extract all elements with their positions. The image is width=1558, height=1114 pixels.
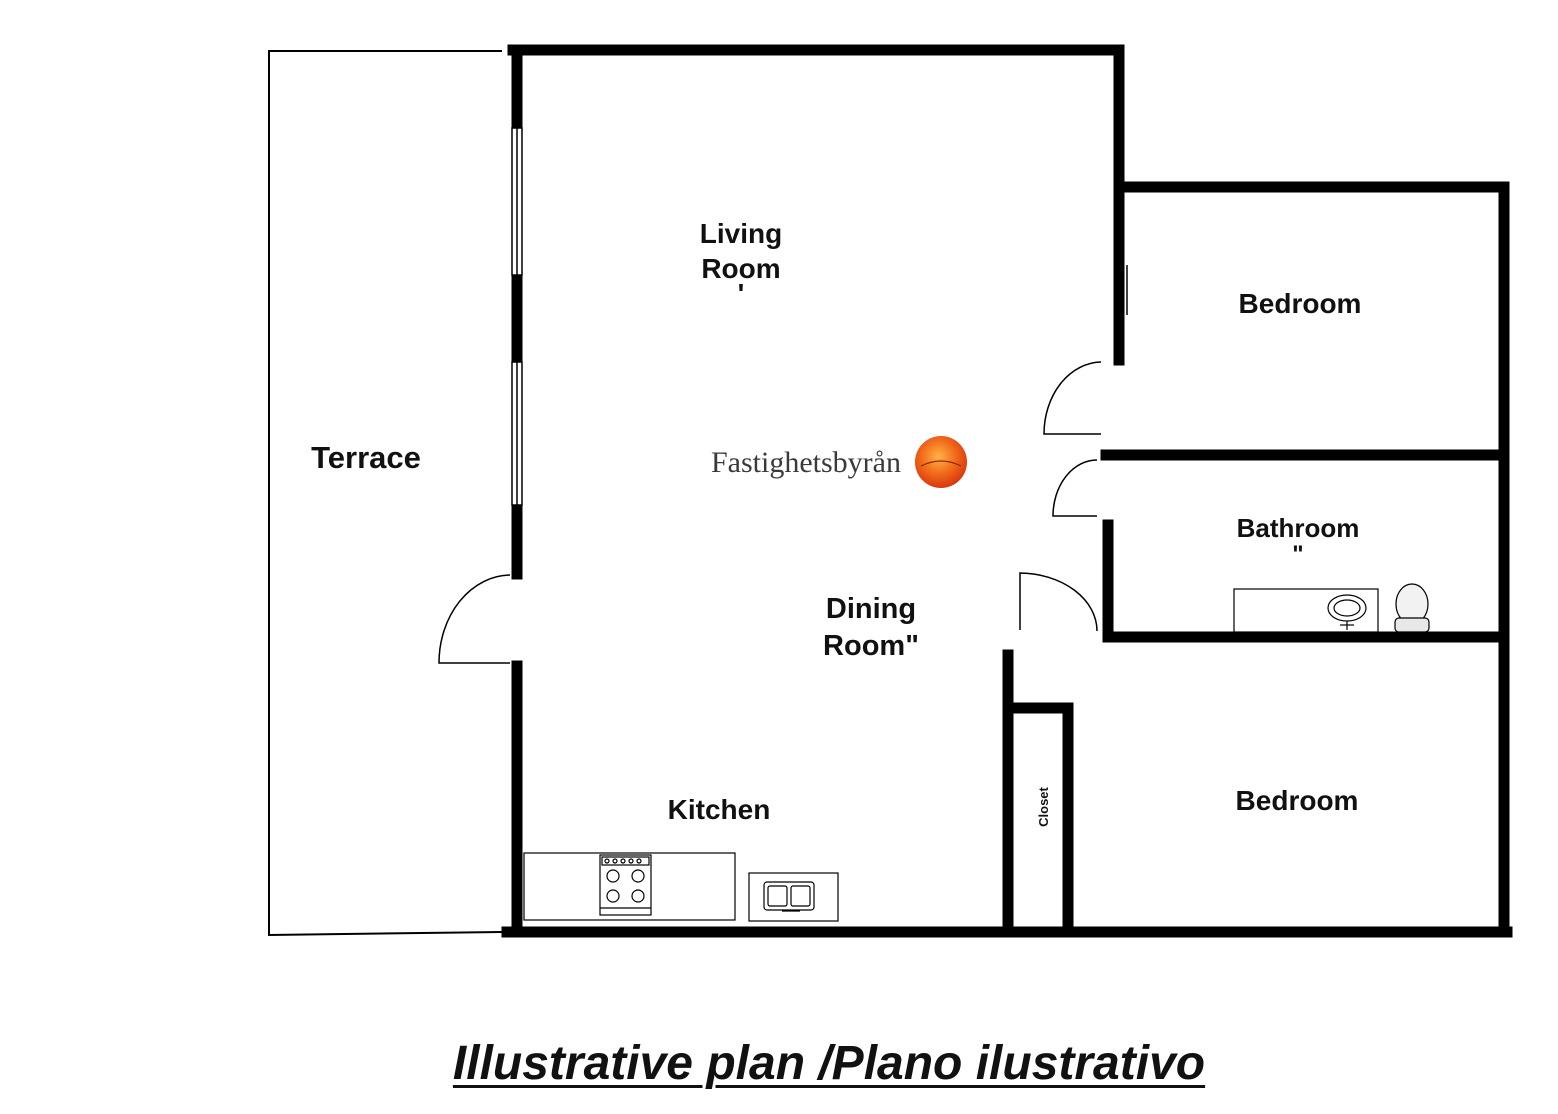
bedroom-door bbox=[1043, 361, 1102, 435]
bathroom-mark: " bbox=[1292, 541, 1303, 568]
dining-room-label-line1: Dining bbox=[826, 593, 916, 625]
windows bbox=[511, 127, 523, 506]
agency-logo: Fastighetsbyrån bbox=[711, 436, 967, 488]
walls bbox=[501, 44, 1513, 938]
bedroom-top-label: Bedroom bbox=[1239, 288, 1362, 319]
terrace-door bbox=[438, 574, 511, 664]
doors bbox=[438, 361, 1102, 664]
dining-room-label-line2: Room" bbox=[823, 630, 919, 662]
kitchen-label: Kitchen bbox=[668, 794, 771, 825]
terrace-label: Terrace bbox=[311, 440, 421, 475]
sun-logo-icon bbox=[915, 436, 967, 488]
living-room-label-line1: Living bbox=[700, 218, 782, 249]
terrace-outline bbox=[268, 50, 503, 937]
bedroom-bottom-label: Bedroom bbox=[1236, 785, 1359, 816]
bathroom-label: Bathroom bbox=[1237, 513, 1360, 543]
kitchen-fixtures bbox=[523, 852, 839, 922]
living-room-label-line2: Room bbox=[701, 253, 780, 284]
bedroom2-door bbox=[1019, 572, 1098, 632]
living-room-mark: ' bbox=[738, 278, 745, 309]
bathroom-fixtures bbox=[1233, 583, 1430, 633]
plan-caption: Illustrative plan /Plano ilustrativo bbox=[452, 1037, 1206, 1090]
bathroom-door bbox=[1052, 459, 1098, 517]
closet-label: Closet bbox=[1036, 786, 1051, 826]
agency-logo-text: Fastighetsbyrån bbox=[711, 446, 901, 479]
room-labels: Terrace Living Room ' Dining Room" Kitch… bbox=[311, 218, 1361, 827]
